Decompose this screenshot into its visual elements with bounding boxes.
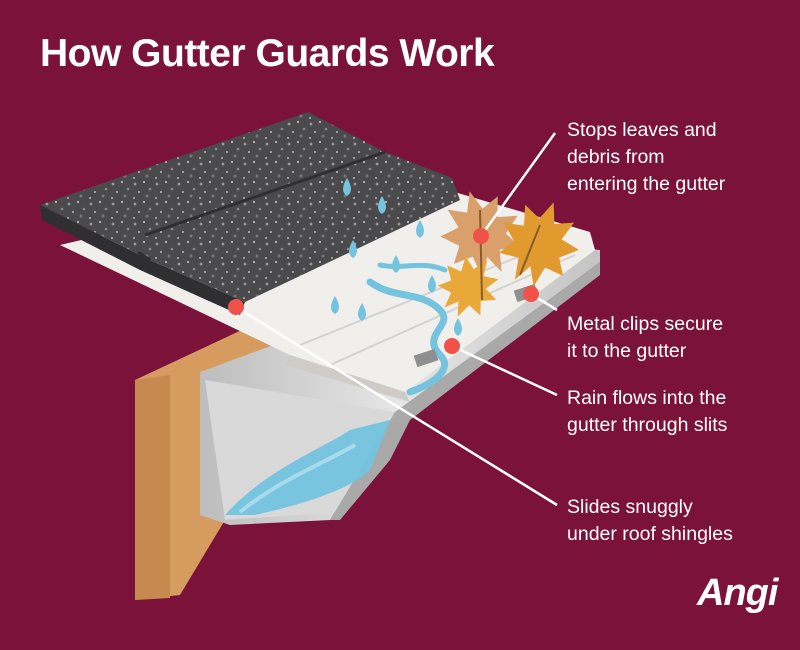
leaves [437,191,579,317]
roof-shingles [40,112,460,315]
marker-clips [523,286,539,302]
marker-shingles [228,299,244,315]
maple-leaf-icon [437,256,499,317]
leader-line-leaves [479,132,557,237]
brand-logo: Angi [697,572,778,614]
leader-line-rain [451,344,558,397]
marker-rain [444,338,460,354]
rain-drops [331,178,462,336]
callout-clips: Metal clips secure it to the gutter [567,313,724,362]
callout-shingles: Slides snuggly under roof shingles [567,496,733,545]
callout-leaves: Stops leaves and debris from entering th… [567,119,726,195]
leader-line-shingles [235,305,558,507]
markers [228,228,539,354]
callout-rain: Rain flows into the gutter through slits [567,387,728,436]
page-title: How Gutter Guards Work [40,32,495,75]
maple-leaf-icon [499,202,579,287]
marker-leaves [473,228,489,244]
